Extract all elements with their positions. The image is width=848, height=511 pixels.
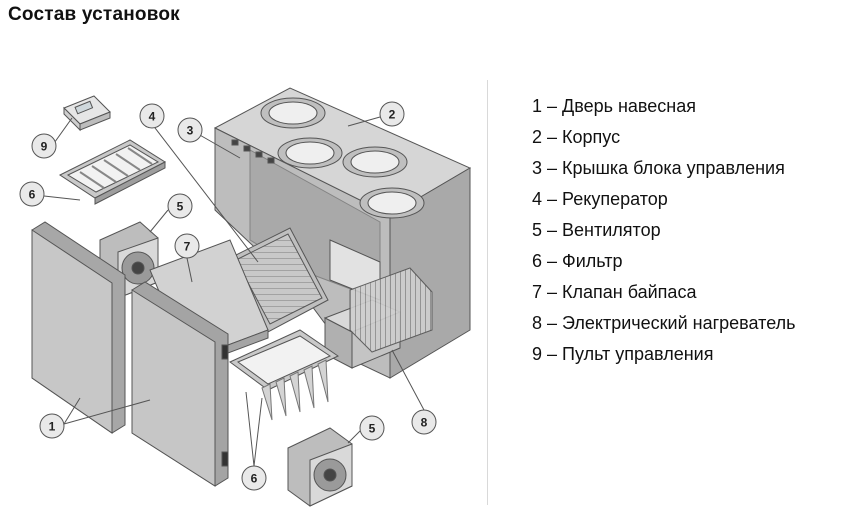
svg-text:5: 5 bbox=[369, 422, 376, 436]
door-left bbox=[31, 221, 126, 434]
svg-text:6: 6 bbox=[29, 188, 36, 202]
svg-text:2: 2 bbox=[389, 108, 396, 122]
divider-line bbox=[487, 80, 488, 505]
svg-text:1: 1 bbox=[49, 420, 56, 434]
door-front bbox=[131, 281, 229, 487]
callout-6-bottom: 6 bbox=[241, 465, 267, 491]
callout-7: 7 bbox=[174, 233, 200, 259]
legend-item-door: 1 – Дверь навесная bbox=[532, 96, 696, 116]
callout-5-upper: 5 bbox=[167, 193, 193, 219]
svg-text:3: 3 bbox=[187, 124, 194, 138]
svg-text:5: 5 bbox=[177, 200, 184, 214]
legend-item-housing: 2 – Корпус bbox=[532, 127, 621, 147]
page-title: Состав установок bbox=[8, 4, 180, 25]
legend-item-control-cover: 3 – Крышка блока управления bbox=[532, 158, 785, 178]
callout-4: 4 bbox=[139, 103, 165, 129]
callout-2: 2 bbox=[379, 101, 405, 127]
fan-lower bbox=[287, 427, 353, 507]
legend-item-filter: 6 – Фильтр bbox=[532, 251, 623, 271]
callout-8: 8 bbox=[411, 409, 437, 435]
parts-legend: 1 – Дверь навесная 2 – Корпус 3 – Крышка… bbox=[532, 91, 796, 370]
callout-5-lower: 5 bbox=[359, 415, 385, 441]
filter-bottom bbox=[229, 329, 339, 421]
filter-top bbox=[58, 139, 167, 205]
legend-item-heater: 8 – Электрический нагреватель bbox=[532, 313, 796, 333]
legend-item-recuperator: 4 – Рекуператор bbox=[532, 189, 668, 209]
legend-item-fan: 5 – Вентилятор bbox=[532, 220, 661, 240]
callout-6-top: 6 bbox=[19, 181, 45, 207]
callout-markers: 9 6 5 4 3 7 2 1 1 6 8 5 bbox=[19, 101, 437, 491]
svg-text:4: 4 bbox=[149, 110, 156, 124]
leader-lines bbox=[43, 116, 425, 467]
duct-ports bbox=[260, 97, 425, 219]
svg-text:8: 8 bbox=[421, 416, 428, 430]
recuperator bbox=[229, 227, 329, 333]
electric-heater bbox=[323, 267, 433, 369]
callout-1-door: 1 bbox=[39, 413, 65, 439]
callout-9: 9 bbox=[31, 133, 57, 159]
svg-text:6: 6 bbox=[251, 472, 258, 486]
svg-text:7: 7 bbox=[184, 240, 191, 254]
callout-3: 3 bbox=[177, 117, 203, 143]
svg-text:9: 9 bbox=[41, 140, 48, 154]
control-panel-unit bbox=[63, 95, 111, 132]
legend-item-control-panel: 9 – Пульт управления bbox=[532, 344, 714, 364]
legend-item-bypass-valve: 7 – Клапан байпаса bbox=[532, 282, 697, 302]
